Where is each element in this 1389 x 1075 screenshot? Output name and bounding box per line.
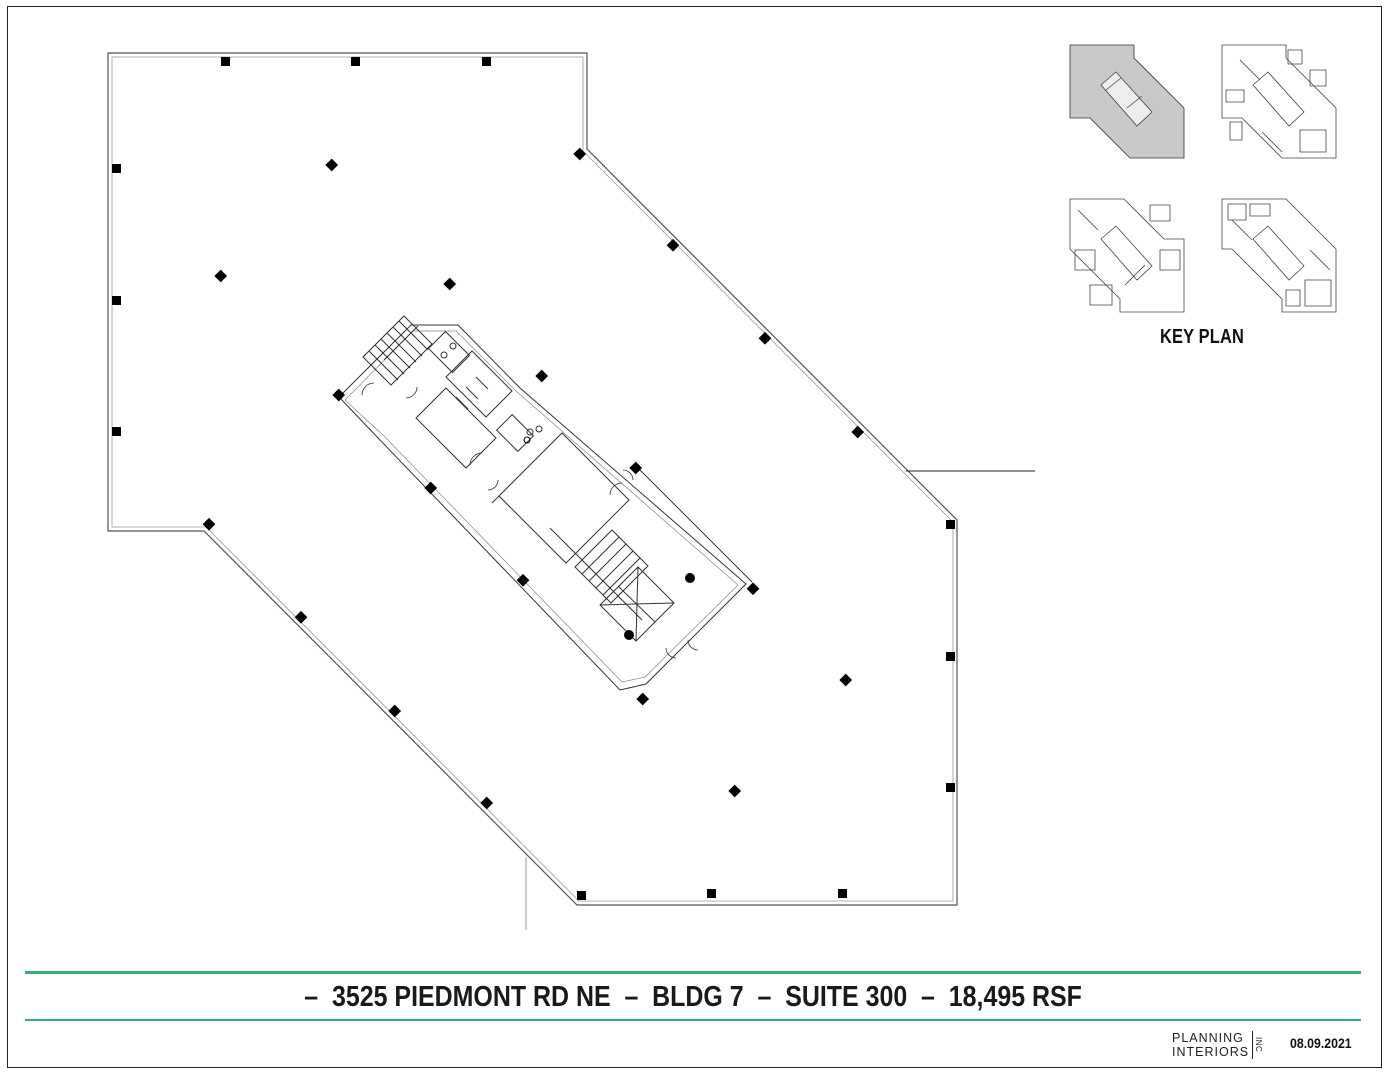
elevator-lobby [491,432,630,564]
footer-rule-bottom [25,1019,1361,1021]
structural-columns-rotated [202,147,865,810]
key-plan-thumb-4 [1221,198,1337,313]
key-plan-thumb-highlighted [1069,44,1185,159]
elevators [599,566,675,642]
door-swings [361,382,699,659]
brand-logo: PLANNING INTERIORS INC [1172,1031,1263,1059]
structural-columns [112,57,955,900]
stair-north [362,315,433,386]
restrooms [415,330,543,469]
floor-plate-outline [107,52,958,906]
key-plan-thumbnails [1069,44,1337,313]
footer-title-bar: – 3525 PIEDMONT RD NE – BLDG 7 – SUITE 3… [25,976,1361,1018]
sheet-border [7,6,1382,1068]
brand-line-2: INTERIORS [1172,1045,1250,1059]
footer-title: – 3525 PIEDMONT RD NE – BLDG 7 – SUITE 3… [304,980,1082,1013]
stair-south [574,529,649,604]
key-plan-label: KEY PLAN [1160,326,1244,348]
building-core [338,315,753,691]
core-column-halfround [523,436,695,640]
footer-rule-top [25,971,1361,974]
brand-line-1: PLANNING [1172,1031,1244,1045]
key-plan-thumb-3 [1069,198,1185,313]
brand-suffix: INC [1252,1031,1263,1059]
plan-date: 08.09.2021 [1290,1035,1352,1051]
key-plan-thumb-2 [1221,44,1337,159]
